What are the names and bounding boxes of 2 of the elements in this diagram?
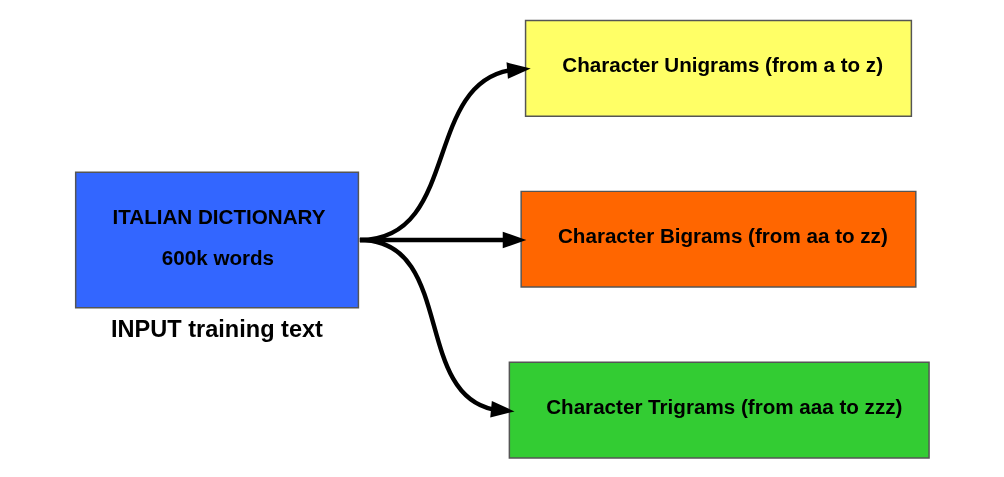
arrow bbox=[359, 237, 515, 418]
node-label: INPUT training text bbox=[111, 315, 323, 342]
